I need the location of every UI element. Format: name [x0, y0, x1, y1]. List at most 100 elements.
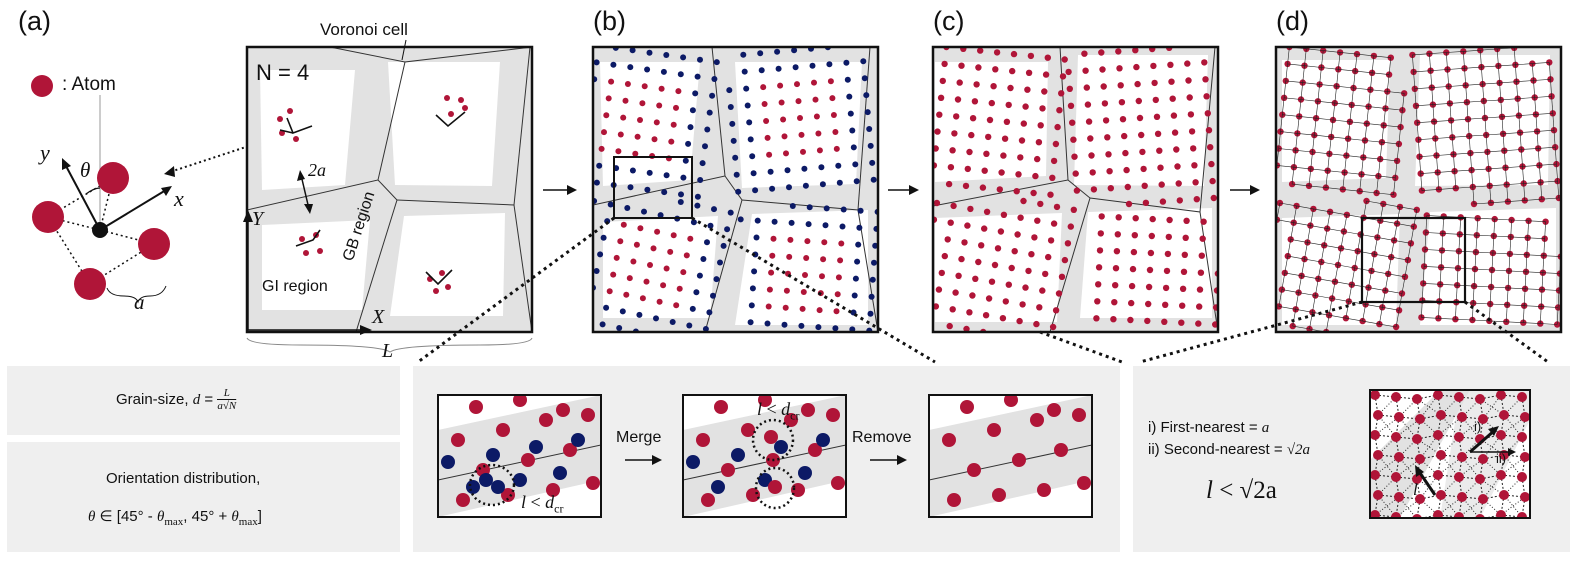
- spacing-arrow: [300, 174, 310, 210]
- atom: [1173, 146, 1180, 153]
- atom: [782, 304, 789, 311]
- bond-line: [1450, 120, 1453, 138]
- atom: [986, 116, 994, 124]
- gb-atom: [805, 221, 812, 228]
- atom: [658, 85, 665, 92]
- gb-atom: [798, 322, 805, 329]
- atom: [1136, 114, 1144, 122]
- atom: [1055, 290, 1063, 297]
- atom: [1433, 390, 1443, 400]
- bond-line: [1315, 278, 1319, 296]
- atom: [1210, 194, 1218, 202]
- bond-line: [1539, 163, 1557, 166]
- bond-line: [1318, 278, 1336, 282]
- atom: [1156, 147, 1163, 154]
- atom: [1122, 149, 1129, 157]
- bond-line: [1413, 70, 1431, 73]
- gb-atom: [840, 206, 847, 213]
- bond-line: [1501, 116, 1504, 134]
- atom: [830, 112, 837, 118]
- atom: [1087, 135, 1094, 142]
- bond-line: [1498, 64, 1516, 67]
- bond-line: [1317, 101, 1335, 104]
- gb-atom: [600, 234, 607, 241]
- bond-line: [1438, 187, 1456, 190]
- bond-line: [1534, 97, 1537, 115]
- atom: [780, 116, 787, 123]
- bond-line: [1454, 171, 1457, 189]
- first-text: i) First-nearest =: [1148, 419, 1262, 436]
- bond-line: [1541, 306, 1559, 308]
- bond-line: [1482, 84, 1485, 102]
- atom: [1056, 107, 1063, 114]
- bond-line: [1276, 202, 1281, 220]
- atom: [1123, 166, 1130, 174]
- bond-line: [1421, 189, 1439, 191]
- atom: [1135, 97, 1143, 105]
- gb-atom: [851, 292, 858, 299]
- bond-line: [1522, 165, 1540, 167]
- gb-atom: [479, 473, 493, 487]
- bond-line: [1354, 54, 1358, 72]
- bond-line: [1371, 270, 1389, 275]
- bond-line: [1501, 115, 1519, 118]
- voronoi-boundaries: [247, 47, 532, 332]
- atom: [971, 98, 979, 105]
- atom: [966, 148, 973, 156]
- gb-atom: [855, 241, 862, 248]
- atom: [798, 131, 805, 138]
- atom: [812, 96, 819, 103]
- atom: [1183, 217, 1190, 224]
- panel-c: [931, 45, 1220, 364]
- atom: [1163, 267, 1171, 275]
- atom: [1037, 200, 1044, 208]
- bond-line: [1321, 50, 1324, 68]
- atom: [1174, 163, 1181, 170]
- atom: [1047, 191, 1054, 198]
- bond-line: [1551, 96, 1554, 114]
- bond-line: [1472, 185, 1490, 188]
- bond-line: [1544, 221, 1546, 239]
- gb-atom: [694, 202, 701, 209]
- bond-line: [1312, 295, 1316, 313]
- bond-line: [1454, 169, 1472, 172]
- atom: [1008, 264, 1015, 272]
- bond-line: [1284, 256, 1289, 273]
- bond-line: [1467, 119, 1470, 137]
- gb-atom: [733, 171, 740, 178]
- atom: [1083, 84, 1091, 91]
- atom: [1070, 136, 1077, 143]
- gb-atom: [513, 473, 527, 487]
- atom: [1433, 510, 1443, 518]
- gb-atom: [710, 292, 716, 299]
- axis-X-label: X: [372, 306, 385, 328]
- atom: [563, 443, 577, 457]
- atom: [654, 228, 661, 235]
- atom: [1475, 474, 1485, 484]
- bond-line: [1387, 74, 1390, 92]
- atom: [783, 150, 789, 157]
- atom: [768, 480, 782, 494]
- atom: [650, 245, 657, 252]
- bond-line: [1473, 269, 1476, 287]
- grain-size-box-bg: [7, 366, 400, 435]
- bond-line: [1380, 158, 1398, 162]
- bond-line: [1292, 309, 1296, 327]
- atom: [1391, 472, 1401, 482]
- bond-line: [1342, 189, 1360, 192]
- bond-line: [1344, 155, 1347, 173]
- bond-line: [1535, 114, 1538, 132]
- bond-line: [1421, 317, 1439, 319]
- gb-atom: [593, 179, 600, 186]
- bond-line: [1307, 242, 1325, 246]
- bond-line: [1328, 298, 1333, 316]
- bond-line: [1353, 71, 1356, 89]
- bond-line: [1465, 85, 1468, 103]
- atom: [673, 302, 680, 309]
- atom: [1084, 101, 1092, 108]
- atom: [1054, 443, 1068, 457]
- atom: [656, 298, 663, 305]
- gb-atom: [869, 159, 876, 166]
- bond-line: [1487, 151, 1489, 169]
- bond-line: [1317, 84, 1320, 102]
